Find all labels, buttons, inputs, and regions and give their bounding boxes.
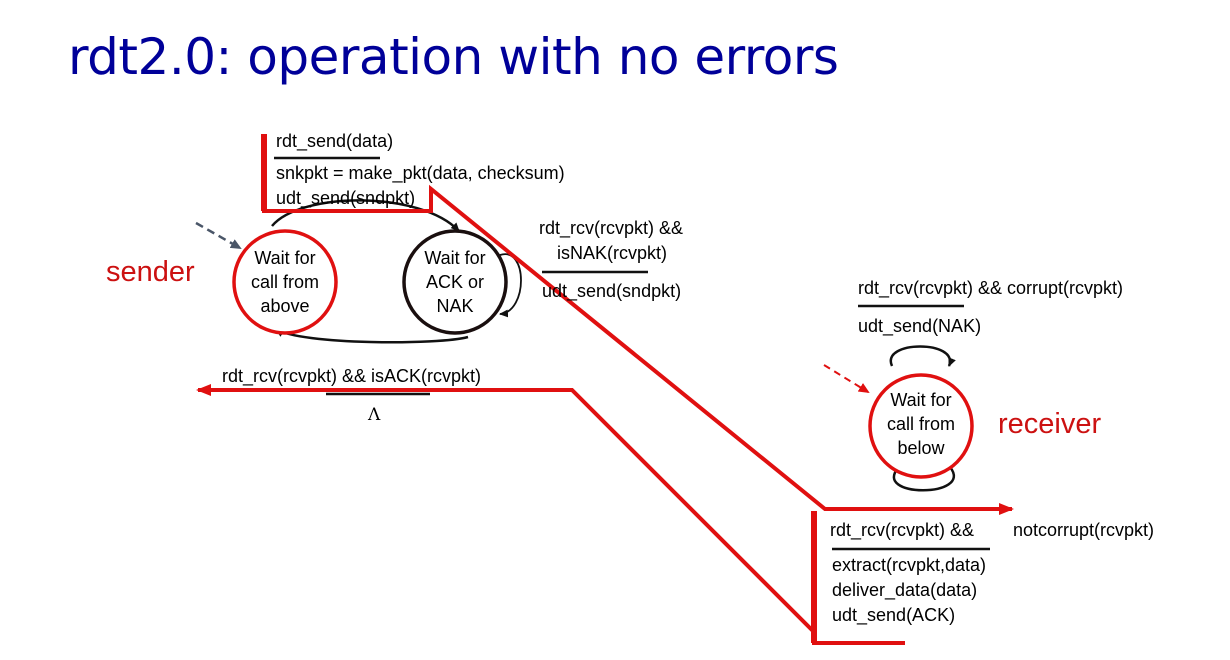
state-line: call from (250, 272, 319, 292)
state-wait-call-below (868, 373, 974, 479)
send-data-action-2: udt_send(sndpkt) (276, 188, 416, 208)
arc-nak-selfloop (499, 253, 522, 318)
notcorrupt-action-1: extract(rcvpkt,data) (832, 555, 987, 575)
send-data-action-1: snkpkt = make_pkt(data, checksum) (276, 163, 565, 183)
state-label-wait-ack-nak: Wait for ACK or NAK (405, 246, 505, 318)
state-line: call from (886, 414, 955, 434)
nak-action: udt_send(sndpkt) (542, 281, 682, 301)
arc-corrupt-selfloop-bottom (892, 466, 955, 492)
state-line: Wait for (424, 248, 486, 268)
arc-corrupt-selfloop-top (889, 345, 956, 367)
notcorrupt-event-b: notcorrupt(rcvpkt) (1013, 520, 1155, 540)
sender-initial-arrow (195, 221, 242, 250)
state-line: below (897, 438, 945, 458)
slide-title: rdt2.0: operation with no errors (68, 28, 839, 86)
notcorrupt-event-a: rdt_rcv(rcvpkt) && (830, 520, 975, 540)
state-line: ACK or (425, 272, 485, 292)
state-line: Wait for (254, 248, 316, 268)
state-label-wait-call-below: Wait for call from below (871, 388, 971, 460)
receiver-label: receiver (998, 408, 1102, 440)
sender-label: sender (106, 256, 195, 288)
state-wait-call-above (232, 229, 338, 335)
ack-event: rdt_rcv(rcvpkt) && isACK(rcvpkt) (222, 366, 482, 386)
state-label-wait-call-above: Wait for call from above (235, 246, 335, 318)
ack-action-lambda: Λ (368, 405, 381, 425)
state-line: Wait for (890, 390, 952, 410)
arc-send-data (271, 199, 460, 232)
nak-event-2: isNAK(rcvpkt) (557, 243, 668, 263)
state-line: above (260, 296, 310, 316)
notcorrupt-action-3: udt_send(ACK) (832, 605, 956, 625)
corrupt-action: udt_send(NAK) (858, 316, 982, 336)
send-data-event: rdt_send(data) (276, 131, 394, 151)
highlight-ack-path (196, 384, 905, 645)
nak-event-1: rdt_rcv(rcvpkt) && (539, 218, 684, 238)
corrupt-event: rdt_rcv(rcvpkt) && corrupt(rcvpkt) (858, 278, 1124, 298)
receiver-initial-arrow (823, 364, 870, 394)
notcorrupt-action-2: deliver_data(data) (832, 580, 978, 600)
state-line: NAK (436, 296, 474, 316)
state-wait-ack-nak (402, 229, 508, 335)
